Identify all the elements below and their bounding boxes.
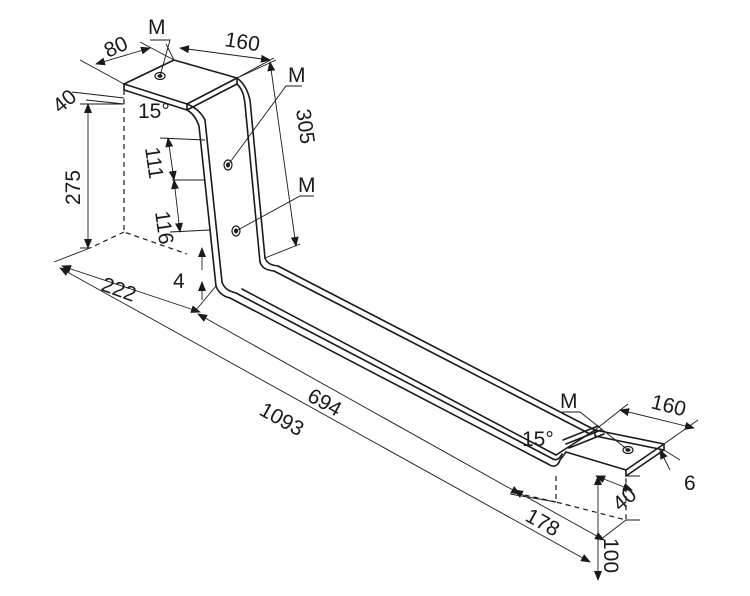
label-marker-foot: M: [560, 390, 578, 413]
label-marker-lower: M: [298, 174, 316, 197]
label-top-width: 160: [223, 28, 261, 56]
label-hole-spacing-upper: 111: [140, 145, 167, 180]
label-total-length: 1093: [256, 398, 308, 441]
label-marker-top: M: [148, 16, 166, 39]
label-height: 275: [62, 170, 85, 205]
dimension-labels: 160 80 15° 40 275 305 111 116 4 222 694 …: [48, 16, 695, 573]
label-bottom-thickness: 6: [684, 472, 696, 495]
label-marker-upper: M: [288, 64, 306, 87]
label-bottom-height: 100: [599, 538, 622, 573]
label-back-length: 222: [98, 273, 139, 307]
label-vertical-length: 305: [291, 107, 319, 145]
label-bottom-angle: 15°: [522, 428, 554, 451]
dimension-lines: [53, 39, 699, 581]
label-top-offset: 40: [48, 85, 81, 118]
label-bottom-offset: 40: [608, 483, 641, 516]
label-hole-spacing-lower: 116: [150, 209, 177, 245]
bracket-outline: [123, 59, 665, 477]
label-thickness-top: 4: [173, 270, 185, 293]
label-mid-length: 694: [304, 384, 346, 421]
label-bottom-width: 160: [649, 391, 689, 422]
label-top-angle: 15°: [138, 100, 170, 123]
label-top-depth: 80: [101, 32, 132, 63]
label-bottom-length: 178: [522, 504, 564, 541]
